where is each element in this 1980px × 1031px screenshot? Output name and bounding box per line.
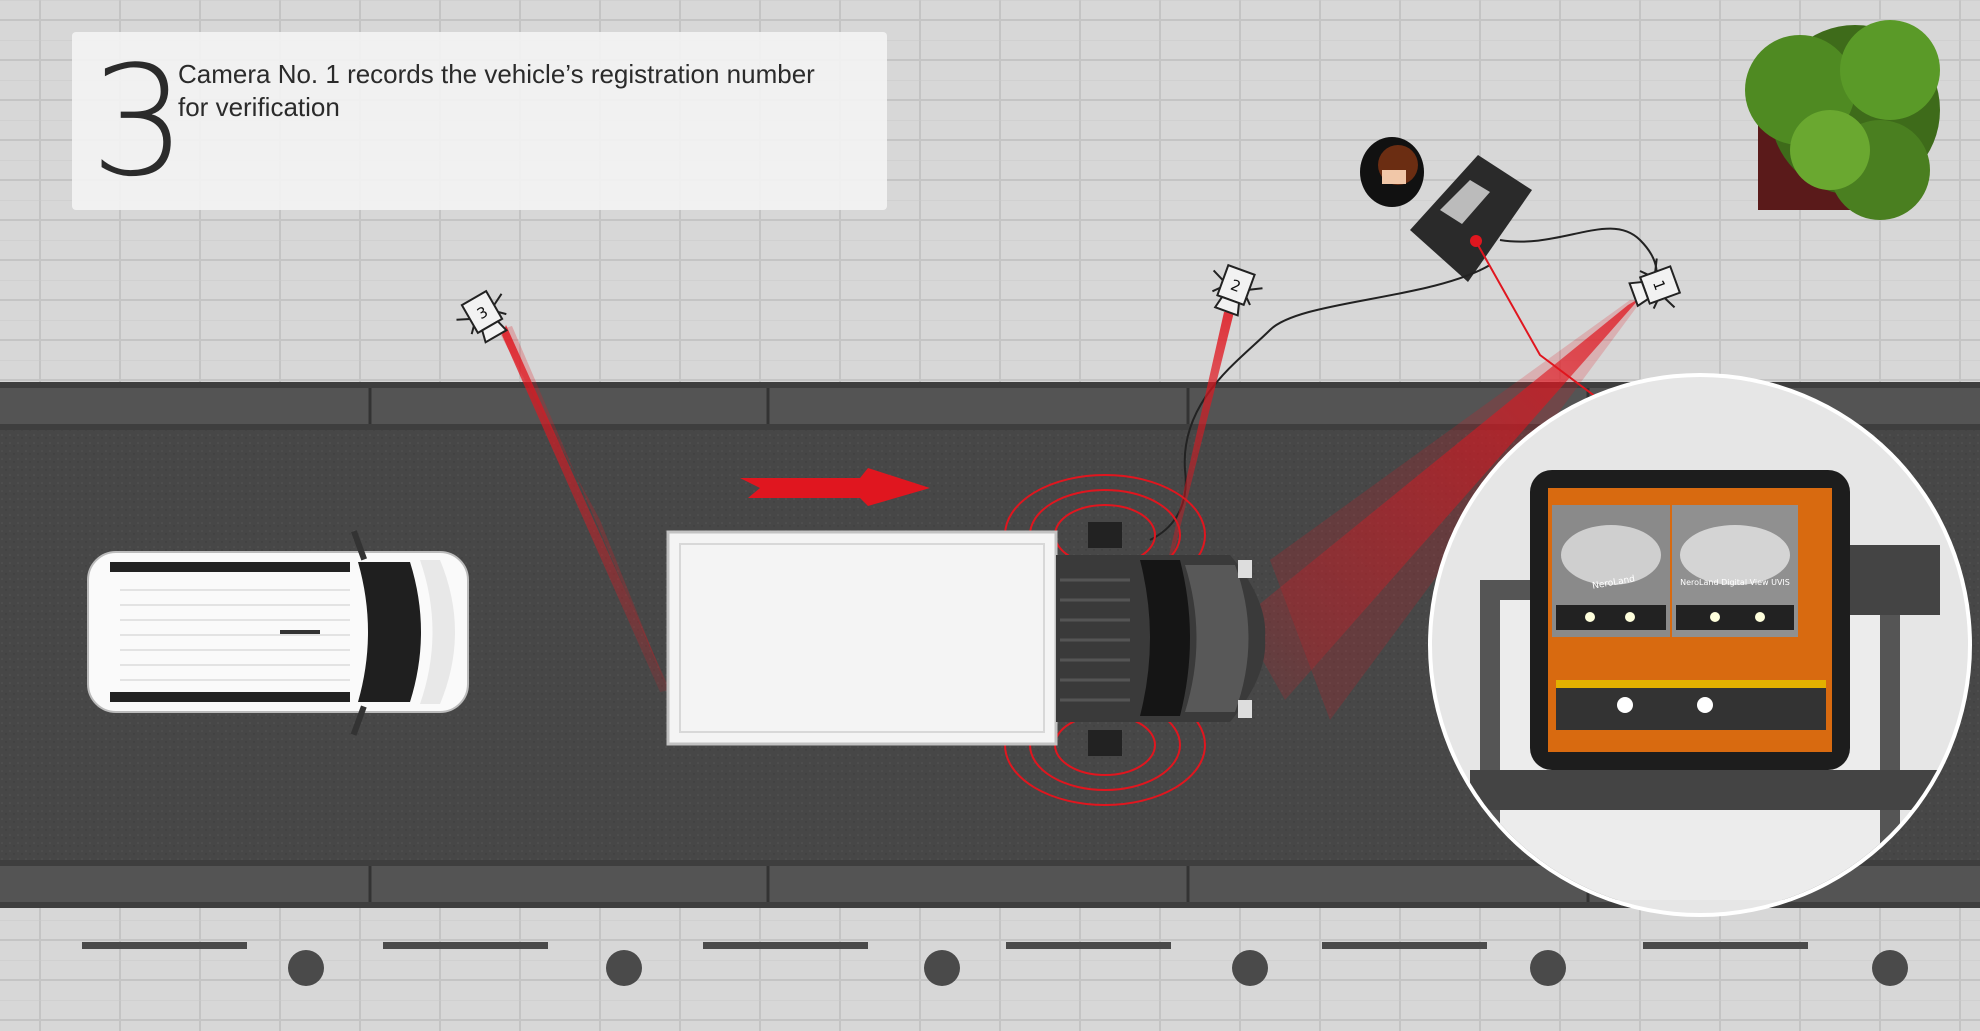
red-link-line <box>1477 244 1601 401</box>
direction-arrow <box>740 468 930 506</box>
monitor-zoom: NeroLand NeroLand Digital View UVIS <box>1428 373 1972 917</box>
bollards <box>82 942 1908 986</box>
camera-1 <box>1628 258 1682 310</box>
camera-1-beam-wide <box>1270 300 1642 720</box>
monitor-brand-right: NeroLand Digital View UVIS <box>1680 578 1790 587</box>
step-callout: 3 Camera No. 1 records the vehicle’s reg… <box>72 32 887 210</box>
step-number: 3 <box>90 33 187 210</box>
camera-3 <box>456 289 509 344</box>
plant-planter <box>1745 20 1940 220</box>
camera-3-beam <box>502 325 670 692</box>
camera-2 <box>1211 263 1263 317</box>
pavement-bottom <box>0 905 1980 1031</box>
white-van <box>87 530 469 736</box>
step-description: Camera No. 1 records the vehicle’s regis… <box>178 59 815 122</box>
camera-1-beam <box>1240 298 1640 700</box>
box-truck <box>666 522 1266 756</box>
control-unit <box>1410 155 1532 282</box>
operator-person <box>1360 137 1424 207</box>
